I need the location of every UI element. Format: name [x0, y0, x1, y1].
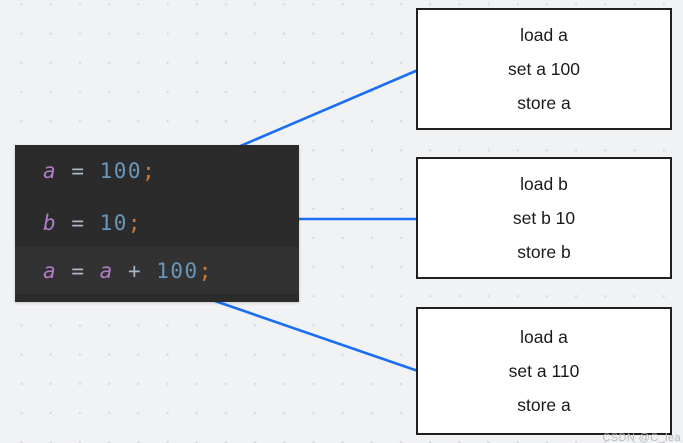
- code-token-operator: =: [71, 258, 86, 283]
- code-token-variable: a: [43, 159, 58, 183]
- code-token-semicolon: ;: [127, 211, 143, 235]
- instruction-line: load a: [520, 24, 568, 45]
- code-line-1[interactable]: a = 100 ;: [15, 148, 299, 194]
- instruction-line: store a: [517, 93, 571, 114]
- instruction-line: store b: [517, 242, 571, 263]
- connector-line-3: [213, 299, 420, 373]
- code-token-variable: b: [43, 211, 58, 235]
- instruction-line: set a 110: [508, 360, 580, 381]
- code-token-operator: +: [127, 258, 143, 283]
- code-token-space: [85, 159, 99, 183]
- code-token-operator: =: [71, 211, 86, 235]
- watermark: CSDN @C_lea: [602, 432, 681, 443]
- instruction-line: set b 10: [512, 207, 576, 228]
- code-token-number: 100: [156, 258, 199, 283]
- instruction-line: set a 100: [508, 58, 580, 79]
- code-token-number: 10: [99, 211, 128, 235]
- code-token-space: [57, 211, 71, 235]
- code-token-variable: a: [99, 258, 114, 283]
- code-token-space: [114, 259, 128, 283]
- code-token-space: [57, 259, 71, 283]
- code-token-number: 100: [99, 159, 143, 183]
- code-token-semicolon: ;: [198, 258, 213, 283]
- instruction-line: store a: [517, 395, 571, 416]
- code-token-space: [85, 259, 99, 283]
- code-token-space: [142, 259, 156, 283]
- code-token-space: [57, 159, 71, 183]
- code-line-2[interactable]: b = 10 ;: [15, 200, 299, 246]
- instruction-box-3: load a set a 110 store a: [416, 307, 672, 435]
- code-token-operator: =: [71, 159, 86, 183]
- code-block[interactable]: a = 100 ; b = 10 ; a = a + 100 ;: [15, 145, 299, 302]
- instruction-box-1: load a set a 100 store a: [416, 8, 672, 130]
- code-token-variable: a: [43, 258, 58, 283]
- instruction-line: load b: [520, 173, 568, 194]
- code-token-space: [85, 211, 99, 235]
- code-token-semicolon: ;: [142, 159, 157, 183]
- code-line-3[interactable]: a = a + 100 ;: [15, 247, 299, 294]
- instruction-box-2: load b set b 10 store b: [416, 157, 672, 279]
- instruction-line: load a: [520, 326, 568, 347]
